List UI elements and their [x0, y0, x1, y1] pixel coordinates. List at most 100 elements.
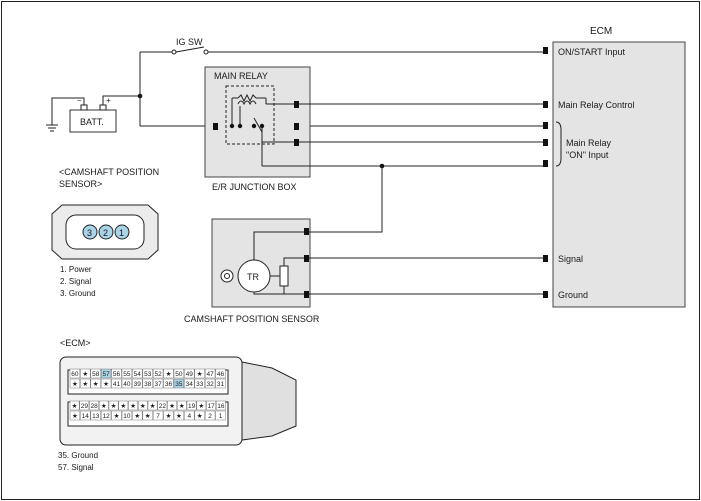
ecm-pin-label: ★	[198, 402, 204, 410]
ecm-pin-cell	[206, 400, 216, 411]
ecm-pin-cell	[118, 400, 129, 411]
ecm-pin-cell	[132, 368, 143, 379]
ecm-pin-cell	[89, 400, 99, 411]
plus-icon: +	[106, 96, 111, 105]
ecm-pin-label: ★	[111, 402, 117, 410]
ecm-pin-label: ★	[82, 370, 88, 378]
ecm-pin-cell	[194, 410, 205, 421]
ecm-pin-label: 60	[71, 371, 79, 378]
ecm-pin-cell	[111, 368, 122, 379]
er-junction-box: MAIN RELAY E/R JUNCTION BOX	[204, 66, 543, 192]
ecm-pin-cell	[186, 400, 197, 411]
ecm-pin-cell	[204, 368, 216, 379]
ecm-pin-cell	[69, 410, 81, 421]
ecm-pin-label: 52	[154, 371, 162, 378]
junction-terminal	[294, 101, 299, 108]
ecm-pin-cell	[80, 368, 91, 379]
wire	[253, 231, 304, 260]
ecm-pin-label: 36	[165, 381, 173, 388]
ecm-pin-cell	[99, 400, 109, 411]
ecm-pin-label: ★	[103, 380, 109, 388]
ecm-pin-label: ★	[179, 402, 185, 410]
wire	[309, 166, 383, 233]
ecm-pin-cell	[69, 400, 80, 411]
ecm-pin-label: ★	[197, 370, 203, 378]
battery-box	[69, 109, 117, 133]
wire-junction	[259, 123, 265, 129]
switch-contact	[171, 49, 177, 55]
connector-a-title-2: SENSOR>	[59, 179, 102, 189]
ecm-pin-ground: Ground	[558, 290, 588, 300]
ecm-pin-label: 22	[159, 403, 167, 410]
ecm-pin-label: 13	[92, 413, 100, 420]
sensor-terminal	[304, 291, 309, 298]
ecm-pin-cell	[152, 368, 164, 379]
ecm-pin-cell	[163, 368, 174, 379]
ecm-pin-label: ★	[72, 412, 78, 420]
ecm-pin-cell	[152, 410, 164, 421]
ecm-pin-label: ★	[114, 412, 120, 420]
connector-a-legend: 3. Ground	[60, 289, 96, 298]
coil-icon	[237, 100, 257, 106]
ecm-pin-label: 14	[82, 413, 90, 420]
camshaft-sensor-label: CAMSHAFT POSITION SENSOR	[184, 314, 320, 324]
ecm-pin-cell	[142, 368, 153, 379]
ecm-pin-cell	[79, 400, 90, 411]
battery-terminal-pos	[99, 104, 107, 111]
ecm-pin-cell	[80, 410, 91, 421]
ecm-pin-cell	[177, 400, 187, 411]
ecm-pin-label: 2	[208, 413, 212, 420]
ecm-pin-label: 49	[186, 371, 194, 378]
resistor-icon	[279, 265, 289, 287]
er-junction-box-label: E/R JUNCTION BOX	[212, 182, 297, 192]
ecm-pin-label: ★	[72, 380, 78, 388]
ecm-pin-cell	[204, 378, 216, 389]
ecm-pin-cell	[100, 378, 112, 389]
ecm-module: ECM ON/START Input Main Relay Control Ma…	[543, 26, 686, 308]
connector-a-pin	[82, 224, 98, 240]
switch-contact	[203, 49, 209, 55]
ecm-pin-label: ★	[120, 402, 126, 410]
ecm-pin-label: 7	[156, 413, 160, 420]
ecm-pin-label: 39	[134, 381, 142, 388]
ecm-pin-label: 37	[154, 381, 162, 388]
ecm-pin-cell	[121, 410, 133, 421]
ecm-pin-cell	[204, 410, 216, 421]
ecm-pin-label: 34	[186, 381, 194, 388]
ecm-pin-label: ★	[197, 412, 203, 420]
ecm-pin-label: ★	[134, 412, 140, 420]
wire	[51, 97, 85, 125]
ecm-pin-main-relay-on-line1: Main Relay	[566, 138, 612, 148]
ecm-pin-label: 54	[134, 371, 142, 378]
ecm-pin-label: 12	[102, 413, 110, 420]
wire-junction	[251, 123, 257, 129]
ecm-title: ECM	[590, 26, 612, 37]
ecm-pin-cell	[142, 378, 153, 389]
connector-camshaft: <CAMSHAFT POSITION SENSOR> 3 2 1 1. Powe…	[51, 167, 159, 298]
ecm-pin-cell	[132, 410, 143, 421]
ecm-terminal	[543, 255, 548, 262]
ecm-pin-cell	[132, 378, 143, 389]
ecm-pin-cell	[111, 410, 122, 421]
ecm-pin-label: 32	[206, 381, 214, 388]
ecm-pin-cell	[173, 410, 185, 421]
ecm-pin-label: 57	[102, 371, 110, 378]
ecm-pin-cell	[163, 410, 174, 421]
ecm-pin-label: ★	[72, 402, 78, 410]
connector-a-title-1: <CAMSHAFT POSITION	[59, 167, 159, 177]
ecm-pin-label: 35	[175, 381, 183, 388]
tr-label: TR	[247, 272, 259, 282]
ecm-pin-cell	[215, 378, 226, 389]
ecm-pin-cell	[184, 410, 195, 421]
ecm-pin-cell	[215, 410, 226, 421]
ecm-pin-main-relay-control: Main Relay Control	[558, 100, 635, 110]
ecm-pin-main-relay-on-line2: "ON" Input	[566, 150, 609, 160]
ecm-pin-label: 19	[188, 403, 196, 410]
ecm-pin-cell	[138, 400, 148, 411]
ecm-pin-label: ★	[140, 402, 146, 410]
wire	[253, 292, 304, 295]
junction-terminal	[294, 123, 299, 130]
ecm-pin-cell	[173, 368, 185, 379]
